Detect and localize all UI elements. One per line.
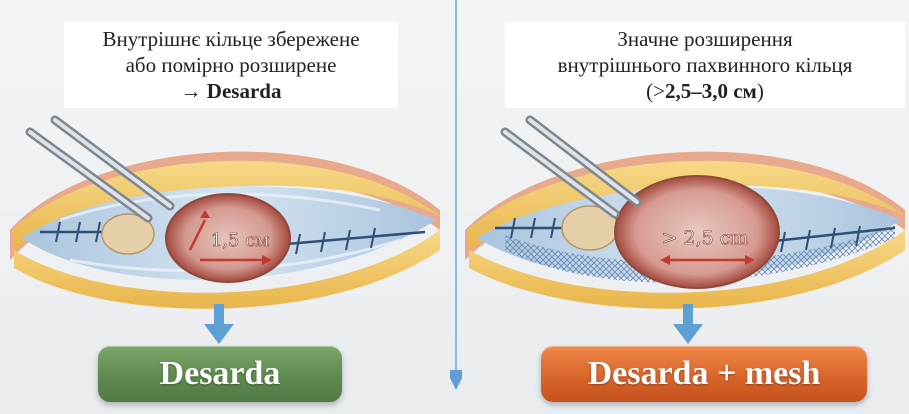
right-surgical-illustration: > 2,5 cm [465,110,905,320]
right-panel: Значне розширення внутрішнього пахвинног… [465,0,905,414]
right-caption-bold: 2,5–3,0 см [665,79,757,103]
left-caption-line-1: Внутрішнє кільце збережене [70,26,392,52]
right-caption-open: (> [646,79,665,103]
right-result-badge: Desarda + mesh [541,346,867,402]
right-caption: Значне розширення внутрішнього пахвинног… [505,22,905,108]
left-measure-label: 1,5 см [211,230,269,251]
left-caption-line-3: → Desarda [70,78,392,104]
left-caption-arrow: → [181,79,207,103]
left-result-badge: Desarda [98,346,342,402]
right-caption-close: ) [757,79,764,103]
right-down-arrow [673,304,703,344]
right-caption-line-3: (>2,5–3,0 см) [511,78,899,104]
left-caption-line-2: або помірно розширене [70,52,392,78]
left-panel: Внутрішнє кільце збережене або помірно р… [0,0,440,414]
left-caption: Внутрішнє кільце збережене або помірно р… [64,22,398,108]
right-caption-line-1: Значне розширення [511,26,899,52]
right-caption-line-2: внутрішнього пахвинного кільця [511,52,899,78]
left-down-arrow [204,304,234,344]
right-measure-label: > 2,5 cm [662,227,749,249]
left-caption-bold: Desarda [207,79,282,103]
left-surgical-illustration: 1,5 см [0,110,440,320]
center-divider-arrow [450,0,462,414]
